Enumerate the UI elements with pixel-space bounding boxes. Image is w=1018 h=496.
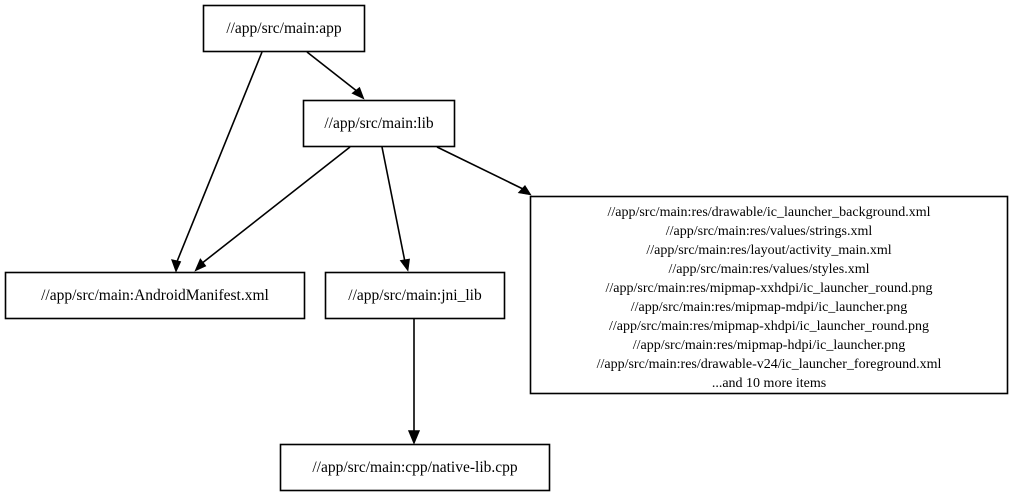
node-lib[interactable]: //app/src/main:lib xyxy=(302,99,456,148)
edge-line xyxy=(381,146,406,263)
edge-line xyxy=(175,51,263,265)
arrowhead-icon xyxy=(351,86,365,100)
node-label-resources-line-8: //app/src/main:res/mipmap-hdpi/ic_launch… xyxy=(633,338,906,353)
edge-line xyxy=(436,146,524,190)
node-box[interactable] xyxy=(324,271,506,320)
node-label-resources-line-3: //app/src/main:res/layout/activity_main.… xyxy=(646,243,891,258)
edge-line xyxy=(200,146,351,265)
node-box[interactable] xyxy=(4,271,306,320)
node-label-android-manifest: //app/src/main:AndroidManifest.xml xyxy=(41,287,269,304)
node-label-lib: //app/src/main:lib xyxy=(324,115,434,132)
arrowhead-icon xyxy=(517,185,532,196)
edge-lib-to-jni-lib xyxy=(381,146,410,272)
node-resources[interactable]: //app/src/main:res/drawable/ic_launcher_… xyxy=(529,195,1009,395)
node-label-resources-line-10: ...and 10 more items xyxy=(712,376,826,391)
edge-app-to-manifest xyxy=(171,51,263,273)
node-label-resources-line-7: //app/src/main:res/mipmap-xhdpi/ic_launc… xyxy=(609,319,929,334)
edge-jni-lib-to-native-lib xyxy=(407,318,421,445)
arrowhead-icon xyxy=(399,258,410,272)
node-native-lib[interactable]: //app/src/main:cpp/native-lib.cpp xyxy=(279,443,551,492)
edge-line xyxy=(306,51,359,93)
node-label-resources-line-6: //app/src/main:res/mipmap-mdpi/ic_launch… xyxy=(631,300,907,315)
arrowhead-icon xyxy=(171,259,182,273)
arrowhead-icon xyxy=(194,258,207,272)
node-box[interactable] xyxy=(529,195,1009,395)
edge-lib-to-resources xyxy=(436,146,532,196)
edge-app-to-lib xyxy=(306,51,365,100)
node-label-resources-line-5: //app/src/main:res/mipmap-xxhdpi/ic_laun… xyxy=(606,281,933,296)
node-label-resources-line-9: //app/src/main:res/drawable-v24/ic_launc… xyxy=(597,357,942,372)
node-box[interactable] xyxy=(302,99,456,148)
node-label-resources-line-4: //app/src/main:res/values/styles.xml xyxy=(668,262,869,277)
arrowhead-icon xyxy=(407,430,421,445)
node-box[interactable] xyxy=(279,443,551,492)
edge-lib-to-manifest xyxy=(194,146,351,272)
node-label-app: //app/src/main:app xyxy=(226,20,342,37)
node-android-manifest[interactable]: //app/src/main:AndroidManifest.xml xyxy=(4,271,306,320)
node-app[interactable]: //app/src/main:app xyxy=(202,4,366,53)
node-label-native-lib: //app/src/main:cpp/native-lib.cpp xyxy=(312,459,518,476)
node-label-resources-line-2: //app/src/main:res/values/strings.xml xyxy=(666,224,873,239)
node-box[interactable] xyxy=(202,4,366,53)
node-label-jni-lib: //app/src/main:jni_lib xyxy=(348,287,482,304)
node-jni-lib[interactable]: //app/src/main:jni_lib xyxy=(324,271,506,320)
node-label-resources-line-1: //app/src/main:res/drawable/ic_launcher_… xyxy=(607,205,930,220)
